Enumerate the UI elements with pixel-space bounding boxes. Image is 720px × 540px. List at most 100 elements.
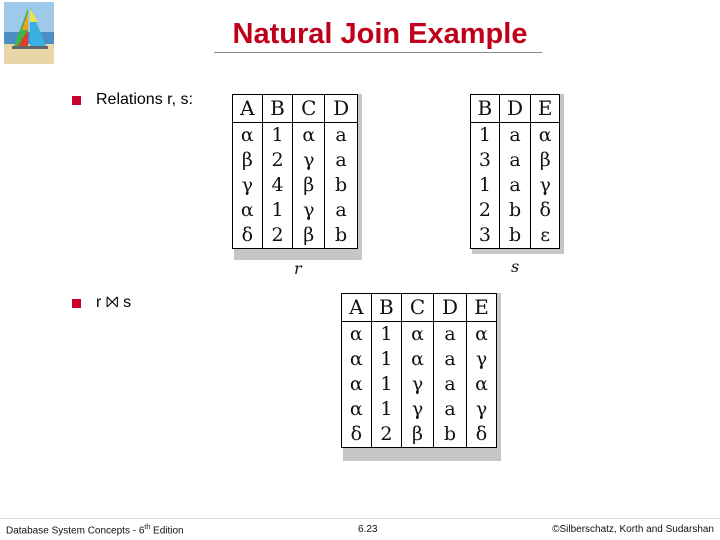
table-cell: α: [292, 122, 325, 148]
table-cell: 1: [370, 321, 402, 347]
footer-page-number: 6.23: [358, 524, 378, 535]
table-cell: α: [240, 199, 254, 221]
table-cell: 2: [478, 199, 491, 221]
table-cell: 1: [370, 372, 402, 397]
table-cell: a: [324, 122, 357, 148]
table-cell: β: [530, 148, 559, 173]
table-cell: a: [432, 397, 467, 422]
table-cell: b: [324, 223, 357, 248]
table-row: α 1 γ a: [233, 198, 357, 223]
table-cell: a: [324, 148, 357, 173]
table-cell: 3: [478, 149, 491, 171]
table-row: δ 2 β b: [233, 223, 357, 248]
column-header: B: [370, 294, 402, 322]
table-cell: a: [432, 347, 467, 372]
table-row: 1 a γ: [471, 173, 559, 198]
footer-copyright: ©Silberschatz, Korth and Sudarshan: [552, 524, 714, 535]
bullet-square-icon: [72, 96, 81, 105]
table-cell: α: [530, 122, 559, 148]
column-header: D: [432, 294, 467, 322]
table-cell: β: [292, 173, 325, 198]
table-cell: γ: [292, 148, 325, 173]
bullet-text-join: r ⨝ s: [96, 294, 132, 311]
table-cell: γ: [466, 397, 496, 422]
table-cell: β: [292, 223, 325, 248]
table-cell: α: [349, 323, 363, 345]
column-header: C: [292, 95, 325, 123]
table-cell: β: [241, 149, 253, 171]
table-cell: δ: [466, 422, 496, 447]
table-cell: a: [432, 321, 467, 347]
column-header: E: [530, 95, 559, 123]
footer-edition-sup: th: [144, 524, 151, 531]
column-header: D: [324, 95, 357, 123]
table-row: α 1 α a α: [342, 321, 496, 347]
table-cell: 2: [261, 223, 293, 248]
table-row: β 2 γ a: [233, 148, 357, 173]
table-cell: b: [498, 223, 531, 248]
table-cell: a: [498, 148, 531, 173]
table-cell: 1: [370, 397, 402, 422]
column-header: B: [261, 95, 293, 123]
table-cell: γ: [401, 372, 434, 397]
table-cell: 1: [261, 198, 293, 223]
bullet-square-icon: [72, 299, 81, 308]
table-cell: δ: [241, 224, 254, 246]
sailboat-logo-icon: [4, 2, 54, 64]
table-cell: δ: [530, 198, 559, 223]
title-underline: [214, 52, 542, 53]
table-cell: a: [498, 122, 531, 148]
column-header: A: [342, 294, 372, 322]
table-row: α 1 γ a α: [342, 372, 496, 397]
table-row: α 1 α a γ: [342, 347, 496, 372]
table-cell: a: [432, 372, 467, 397]
table-cell: γ: [466, 347, 496, 372]
footer-edition-prefix: Database System Concepts - 6: [6, 525, 145, 537]
table-cell: 2: [261, 148, 293, 173]
table-cell: 1: [478, 174, 491, 196]
relation-s-table: B D E 1 a α 3 a β 1 a γ 2 b δ 3 b ε: [470, 94, 560, 249]
table-cell: α: [401, 347, 434, 372]
table-cell: α: [466, 321, 496, 347]
table-row: 2 b δ: [471, 198, 559, 223]
join-result-table: A B C D E α 1 α a α α 1 α a γ α 1 γ a α: [341, 293, 497, 448]
table-cell: b: [432, 422, 467, 447]
table-cell: γ: [401, 397, 434, 422]
table-row: α 1 γ a γ: [342, 397, 496, 422]
column-header: C: [401, 294, 434, 322]
bullet-text-relations: Relations r, s:: [96, 91, 193, 108]
table-cell: α: [349, 373, 363, 395]
table-cell: γ: [241, 174, 254, 196]
table-cell: α: [349, 348, 363, 370]
table-cell: γ: [530, 173, 559, 198]
column-header: E: [466, 294, 496, 322]
table-header-row: B D E: [471, 95, 559, 123]
table-row: α 1 α a: [233, 122, 357, 148]
footer-edition-suffix: Edition: [150, 525, 184, 537]
table-cell: ε: [530, 223, 559, 248]
table-cell: b: [324, 173, 357, 198]
table-header-row: A B C D: [233, 95, 357, 123]
relation-r-label: r: [294, 259, 302, 278]
table-cell: α: [349, 398, 363, 420]
table-cell: b: [498, 198, 531, 223]
table-cell: a: [324, 198, 357, 223]
table-cell: 1: [261, 122, 293, 148]
footer-edition: Database System Concepts - 6th Edition: [6, 524, 184, 536]
table-cell: a: [498, 173, 531, 198]
table-cell: 2: [370, 422, 402, 447]
table-row: 3 b ε: [471, 223, 559, 248]
table-cell: β: [401, 422, 434, 447]
table-cell: α: [466, 372, 496, 397]
slide-title: Natural Join Example: [232, 18, 528, 50]
table-cell: 4: [261, 173, 293, 198]
column-header: D: [498, 95, 531, 123]
footer-divider: [0, 518, 720, 519]
table-cell: α: [401, 321, 434, 347]
table-row: 3 a β: [471, 148, 559, 173]
table-row: γ 4 β b: [233, 173, 357, 198]
table-cell: 3: [478, 224, 491, 246]
table-cell: α: [240, 124, 254, 146]
column-header: B: [471, 95, 500, 123]
table-cell: 1: [478, 124, 491, 146]
